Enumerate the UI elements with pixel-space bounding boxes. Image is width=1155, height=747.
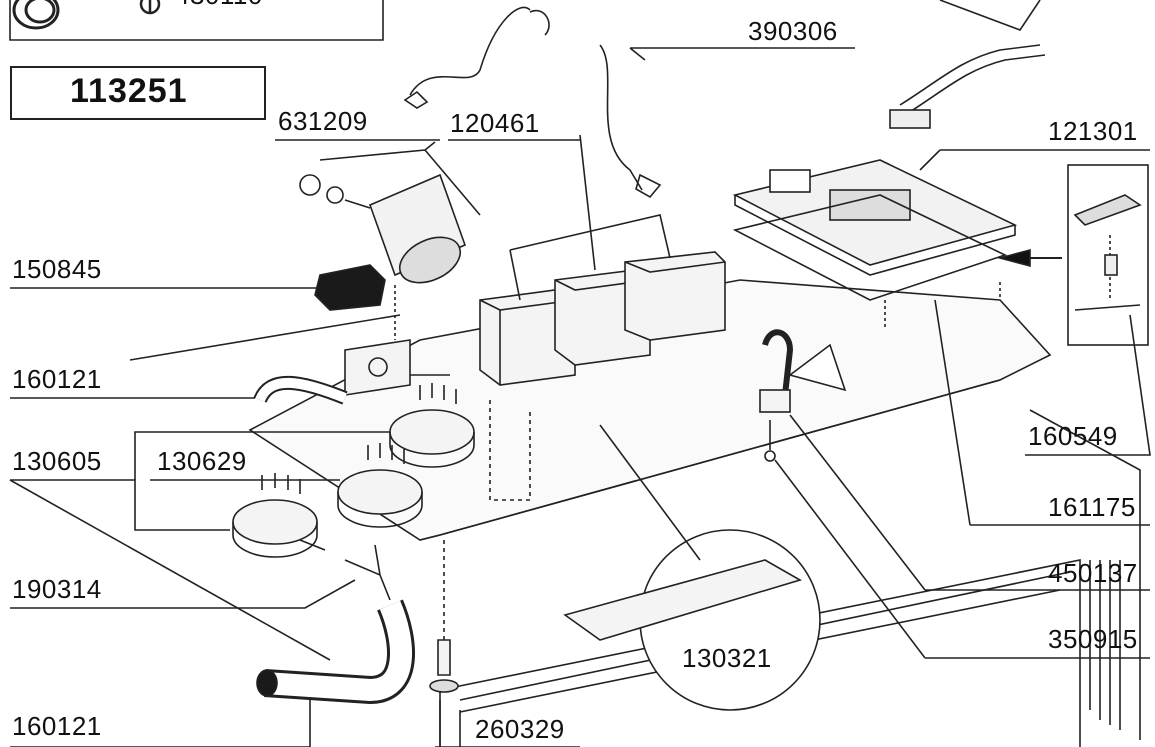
top-box-frame (9, 0, 384, 41)
pressure-switch-3 (232, 499, 318, 545)
warning-label (788, 343, 847, 392)
leader-260329 (435, 700, 580, 747)
pressure-switch-1 (389, 409, 475, 455)
leader-350915 (774, 459, 1150, 659)
leader-121301 (919, 149, 1150, 171)
motor (299, 173, 467, 284)
label-150845: 150845 (12, 254, 102, 284)
label-120461: 120461 (450, 108, 540, 138)
label-130321: 130321 (682, 643, 772, 673)
bracket (344, 339, 411, 396)
dark-switch-part (314, 264, 386, 311)
ring-icon (12, 0, 60, 30)
label-160549: 160549 (1028, 421, 1118, 451)
leader-161175 (934, 299, 1150, 526)
pressure-switch-2 (337, 469, 423, 515)
label-130629: 130629 (157, 446, 247, 476)
leader-130605 (10, 479, 230, 531)
wire-loop-2 (599, 44, 643, 191)
wire-harness (762, 329, 794, 396)
contactor-3 (624, 251, 726, 341)
label-190314: 190314 (12, 574, 102, 604)
label-121301: 121301 (1048, 116, 1138, 146)
leader-190314 (10, 579, 356, 609)
leader-160121-bottom (10, 700, 311, 747)
pcb-insulator (732, 194, 1008, 301)
label-350915: 350915 (1048, 624, 1138, 654)
wire-loop-1 (409, 6, 531, 96)
label-260329: 260329 (475, 714, 565, 744)
ribbon-cable (939, 0, 1041, 31)
arrow-indicator (996, 248, 1031, 268)
y-fitting (344, 544, 391, 601)
connector (889, 109, 931, 129)
label-160121-top: 160121 (12, 364, 102, 394)
label-161175: 161175 (1048, 492, 1136, 522)
assembly-code-box (10, 66, 266, 120)
half-circle-icon (139, 0, 161, 15)
screw (437, 639, 451, 676)
leader-160549 (1025, 314, 1151, 456)
label-390306: 390306 (748, 16, 838, 46)
assembly-code: 113251 (70, 72, 188, 110)
label-631209: 631209 (278, 106, 368, 136)
top-box-code: 430110 (175, 0, 263, 8)
terminal-block (563, 559, 803, 641)
label-130605: 130605 (12, 446, 102, 476)
leader-390306 (629, 47, 855, 61)
leader-130321 (599, 424, 701, 561)
label-450137: 450137 (1048, 558, 1138, 588)
leader-450137 (789, 414, 1150, 591)
label-160121-bottom: 160121 (12, 711, 102, 741)
